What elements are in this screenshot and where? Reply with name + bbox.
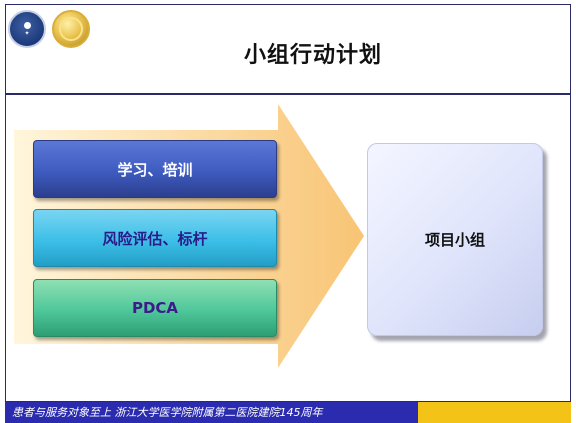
- project-team-label: 项目小组: [424, 231, 485, 249]
- step-training: 学习、培训: [33, 140, 277, 198]
- logo-group: ✦: [8, 9, 90, 49]
- gold-seal-icon: [52, 10, 90, 48]
- page-title: 小组行动计划: [244, 43, 383, 68]
- step-pdca: PDCA: [33, 279, 277, 337]
- hospital-logo-icon: ✦: [8, 10, 46, 48]
- footer-bar: 患者与服务对象至上 浙江大学医学院附属第二医院建院145周年: [5, 402, 571, 423]
- footer-slogan: 患者与服务对象至上 浙江大学医学院附属第二医院建院145周年: [5, 402, 418, 423]
- footer-accent: [418, 402, 571, 423]
- slide-frame: [5, 4, 571, 402]
- project-team-box: 项目小组: [367, 143, 543, 336]
- header-divider: [5, 93, 571, 95]
- step-risk-assessment: 风险评估、标杆: [33, 209, 277, 267]
